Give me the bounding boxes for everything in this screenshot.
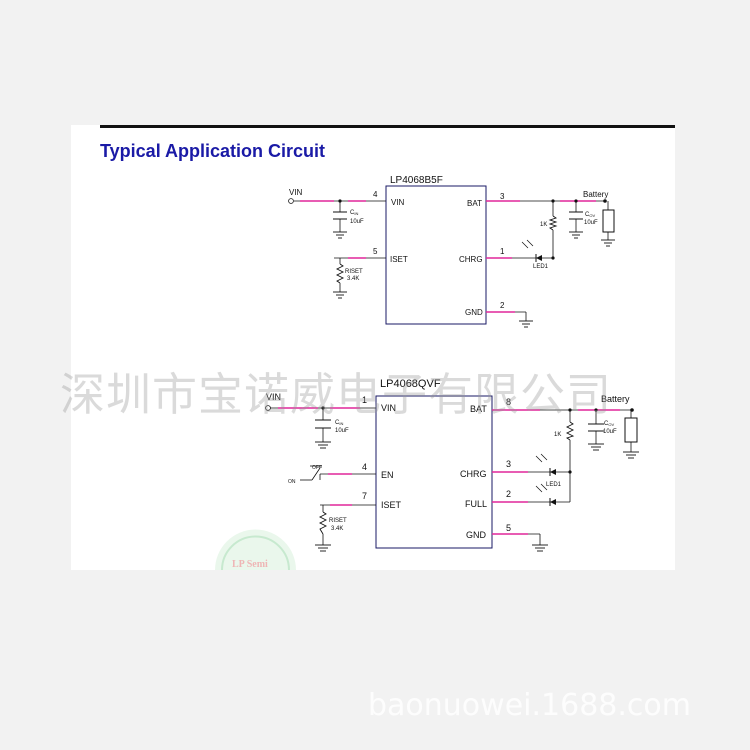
chip1-pin-gnd: GND	[465, 308, 483, 317]
led1-icon	[521, 239, 542, 262]
junction	[338, 199, 342, 203]
vin1-label: VIN	[289, 188, 303, 197]
junction	[551, 199, 555, 203]
chip2-num-bat: 8	[506, 397, 511, 407]
chip2-name: LP4068QVF	[380, 378, 441, 390]
ground-icon	[532, 544, 548, 552]
cin2-label: CIN	[335, 420, 343, 426]
cov1-capacitor	[569, 211, 583, 220]
chip1-body	[385, 185, 487, 325]
cin1-value: 10uF	[350, 219, 364, 225]
battery2-icon	[624, 417, 638, 443]
junction	[574, 199, 578, 203]
ground-icon	[588, 443, 604, 451]
ground-icon	[315, 441, 331, 449]
cin2-capacitor	[315, 419, 331, 429]
led2-label: LED1	[546, 482, 562, 488]
watermark-company: 深圳市宝诺威电子有限公司	[60, 368, 613, 421]
ground-icon	[315, 544, 331, 552]
chip1-num-bat: 3	[500, 192, 505, 201]
junction	[568, 408, 572, 412]
cov2-capacitor	[588, 423, 604, 432]
chip1-pin-chrg: CHRG	[459, 255, 483, 264]
cin1-capacitor	[333, 211, 347, 220]
riset1-resistor	[335, 263, 345, 284]
battery1-icon	[602, 209, 615, 233]
ground-icon	[569, 231, 583, 239]
chip2-num-gnd: 5	[506, 523, 511, 533]
ground-icon	[333, 231, 347, 239]
r1k-1-resistor	[548, 215, 558, 231]
junction	[321, 406, 325, 410]
battery2-label: Battery	[601, 394, 630, 404]
chip2-num-chrg: 3	[506, 459, 511, 469]
chip1-name: LP4068B5F	[390, 175, 443, 186]
led-chrg-icon	[535, 453, 556, 476]
circuit-2: LP4068QVF VIN EN ISET BAT CHRG FULL GND …	[265, 378, 639, 552]
r1k-2-label: 1K	[554, 432, 561, 438]
on-label: ON	[288, 479, 296, 485]
cov2-label: COV	[604, 421, 614, 427]
ground-icon	[333, 291, 347, 299]
riset1-value: 3.4K	[347, 276, 359, 282]
r1k-1-label: 1K	[540, 222, 547, 228]
cin2-value: 10uF	[335, 428, 349, 434]
chip1-num-gnd: 2	[500, 301, 505, 310]
chip2-pin-en: EN	[381, 470, 394, 480]
ground-icon	[623, 451, 639, 459]
cin1-label: CIN	[350, 210, 358, 216]
enable-switch-icon	[300, 465, 322, 481]
r1k-2-resistor	[565, 421, 575, 441]
junction	[551, 256, 555, 260]
riset2-label: RISET	[329, 518, 347, 524]
chip2-num-iset: 7	[362, 491, 367, 501]
off-label: OFF	[312, 465, 322, 471]
junction	[603, 199, 607, 203]
riset2-resistor	[318, 511, 328, 535]
chip1-pin-bat: BAT	[467, 199, 482, 208]
riset2-value: 3.4K	[331, 526, 343, 532]
battery1-label: Battery	[583, 190, 608, 199]
cov1-label: COV	[585, 212, 595, 218]
led1-label: LED1	[533, 264, 549, 270]
chip1-pin-vin: VIN	[391, 198, 405, 207]
vin1-terminal	[288, 198, 294, 204]
chip2-num-full: 2	[506, 489, 511, 499]
chip1-num-iset: 5	[373, 247, 378, 256]
chip2-pin-vin: VIN	[381, 403, 396, 413]
chip2-pin-chrg: CHRG	[460, 469, 487, 479]
junction	[630, 408, 634, 412]
chip2-pin-gnd: GND	[466, 530, 487, 540]
cov2-value: 10uF	[603, 429, 617, 435]
lpsemi-logo: LP Semi	[215, 529, 296, 571]
junction	[568, 470, 572, 474]
junction	[594, 408, 598, 412]
chip1-num-vin: 4	[373, 190, 378, 199]
page-title: Typical Application Circuit	[100, 141, 326, 161]
ground-icon	[519, 320, 533, 328]
chip2-pin-full: FULL	[465, 499, 487, 509]
ground-icon	[601, 239, 615, 247]
led-full-icon	[535, 483, 556, 506]
vin2-terminal	[265, 405, 271, 411]
chip2-num-en: 4	[362, 462, 367, 472]
logo-text: LP Semi	[232, 559, 268, 570]
vin2-label: VIN	[266, 392, 281, 402]
watermark-url: baonuowei.1688.com	[368, 688, 691, 723]
circuit-1: LP4068B5F VIN ISET BAT CHRG GND 4 5 3 1 …	[288, 175, 615, 328]
chip2-num-vin: 1	[362, 395, 367, 405]
chip2-body	[375, 395, 493, 549]
header-rule	[100, 125, 675, 128]
chip1-num-chrg: 1	[500, 247, 505, 256]
chip2-pin-bat: BAT	[470, 404, 487, 414]
chip1-pin-iset: ISET	[390, 255, 408, 264]
document-card	[71, 125, 675, 570]
riset1-label: RISET	[345, 269, 363, 275]
cov1-value: 10uF	[584, 220, 598, 226]
chip2-pin-iset: ISET	[381, 500, 402, 510]
